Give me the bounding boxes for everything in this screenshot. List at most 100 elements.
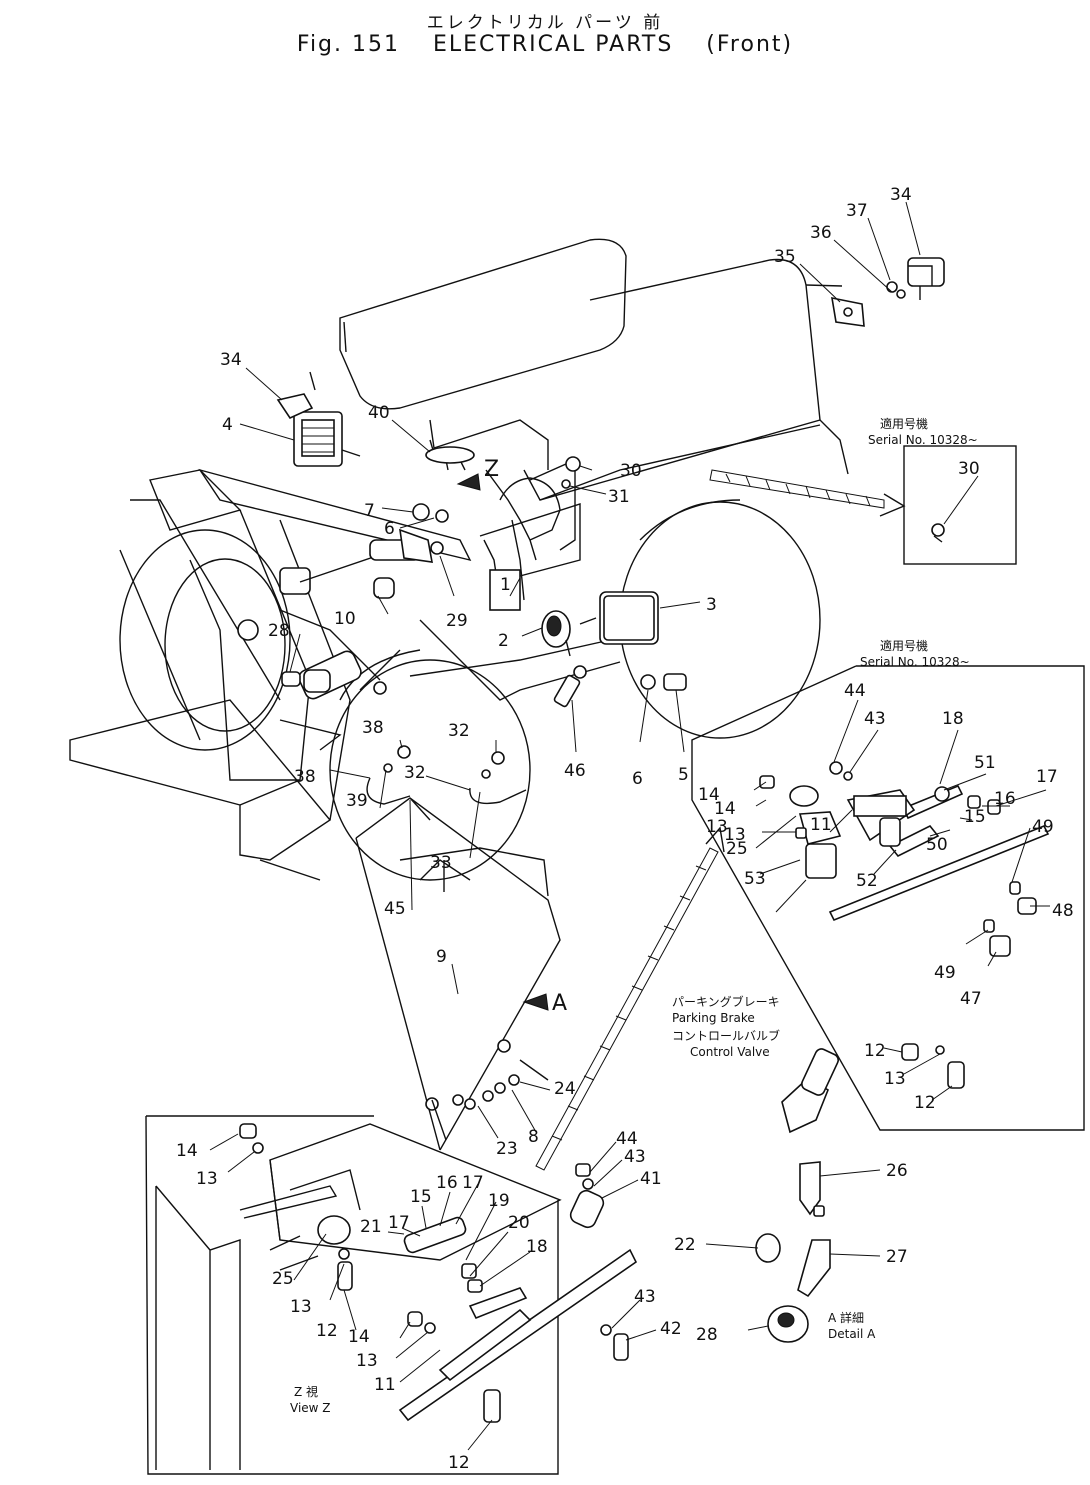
callout-2: 2 (498, 631, 509, 651)
callout-38: 38 (362, 718, 384, 738)
switch-46 (553, 665, 587, 708)
view-en: View Z (290, 1401, 331, 1415)
flasher (541, 610, 571, 657)
callout-5: 5 (678, 765, 689, 785)
detail-a (755, 1161, 831, 1343)
callout-25: 25 (726, 839, 748, 859)
callout-26: 26 (886, 1161, 908, 1181)
notes: 適用号機 Serial No. 10328~ 適用号機 Serial No. 1… (290, 416, 978, 1415)
callout-3: 3 (706, 595, 717, 615)
callout-13: 13 (706, 817, 728, 837)
callout-18: 18 (942, 709, 964, 729)
callout-44: 44 (844, 681, 866, 701)
callout-50: 50 (926, 835, 948, 855)
callout-15: 15 (410, 1187, 432, 1207)
callout-36: 36 (810, 223, 832, 243)
callout-52: 52 (856, 871, 878, 891)
callout-32: 32 (404, 763, 426, 783)
callout-51: 51 (974, 753, 996, 773)
rear-lamp (831, 257, 945, 327)
callout-25: 25 (272, 1269, 294, 1289)
callout-30: 30 (620, 461, 642, 481)
callout-34: 34 (890, 185, 912, 205)
detail-jp: A 詳細 (828, 1310, 864, 1325)
callout-22: 22 (674, 1235, 696, 1255)
callout-48: 48 (1052, 901, 1074, 921)
callout-27: 27 (886, 1247, 908, 1267)
callout-29: 29 (446, 611, 468, 631)
callout-32: 32 (448, 721, 470, 741)
callout-31: 31 (608, 487, 630, 507)
component-parts (276, 257, 945, 708)
serial-mid-jp: 適用号機 (880, 638, 928, 653)
callout-17: 17 (388, 1213, 410, 1233)
view-arrow-a: A (552, 991, 567, 1016)
callout-14: 14 (176, 1141, 198, 1161)
callout-15: 15 (964, 807, 986, 827)
view-jp: Z 視 (294, 1384, 318, 1399)
callout-18: 18 (526, 1237, 548, 1257)
callout-12: 12 (316, 1321, 338, 1341)
parking-en: Parking Brake (672, 1011, 755, 1025)
detail-en: Detail A (828, 1327, 876, 1341)
callout-23: 23 (496, 1139, 518, 1159)
callout-14: 14 (698, 785, 720, 805)
callout-17: 17 (462, 1173, 484, 1193)
callout-19: 19 (488, 1191, 510, 1211)
leader-lines (209, 201, 1050, 1451)
hatched-arrows (535, 469, 906, 1171)
figure-name: ELECTRICAL PARTS (433, 32, 674, 57)
control-jp: コントロールバルブ (672, 1028, 780, 1043)
horn (579, 591, 659, 645)
callout-43: 43 (634, 1287, 656, 1307)
serial-top: Serial No. 10328~ (868, 433, 978, 447)
callout-49: 49 (1032, 817, 1054, 837)
callout-6: 6 (384, 519, 395, 539)
callout-39: 39 (346, 791, 368, 811)
callout-11: 11 (374, 1375, 396, 1395)
callout-17: 17 (1036, 767, 1058, 787)
callout-20: 20 (508, 1213, 530, 1233)
callout-37: 37 (846, 201, 868, 221)
callout-45: 45 (384, 899, 406, 919)
callout-24: 24 (554, 1079, 576, 1099)
callout-6: 6 (632, 769, 643, 789)
inset-right (691, 665, 1085, 1134)
callout-11: 11 (810, 815, 832, 835)
callout-41: 41 (640, 1169, 662, 1189)
callout-10: 10 (334, 609, 356, 629)
callout-14: 14 (714, 799, 736, 819)
callout-40: 40 (368, 403, 390, 423)
machine-body (69, 238, 849, 881)
callout-13: 13 (884, 1069, 906, 1089)
callout-12: 12 (448, 1453, 470, 1473)
title-japanese: エレクトリカル パーツ 前 (426, 13, 664, 33)
figure-title: Fig. 151 ELECTRICAL PARTS (Front) (0, 32, 1090, 57)
inset-view-z (145, 1115, 638, 1475)
serial-top-jp: 適用号機 (880, 416, 928, 431)
callout-13: 13 (356, 1351, 378, 1371)
wiring-group (355, 745, 561, 1151)
callout-12: 12 (864, 1041, 886, 1061)
callout-4: 4 (222, 415, 233, 435)
serial-mid: Serial No. 10328~ (860, 655, 970, 669)
callout-42: 42 (660, 1319, 682, 1339)
callout-28: 28 (268, 621, 290, 641)
bolt-5 (640, 673, 687, 691)
parking-jp: パーキングブレーキ (672, 994, 780, 1009)
callout-34: 34 (220, 350, 242, 370)
callout-38: 38 (294, 767, 316, 787)
callout-13: 13 (724, 825, 746, 845)
control-en: Control Valve (690, 1045, 770, 1059)
callout-8: 8 (528, 1127, 539, 1147)
callout-14: 14 (348, 1327, 370, 1347)
callout-53: 53 (744, 869, 766, 889)
callout-46: 46 (564, 761, 586, 781)
callout-33: 33 (430, 853, 452, 873)
figure-number: Fig. 151 (296, 32, 400, 57)
callout-49: 49 (934, 963, 956, 983)
callout-7: 7 (364, 501, 375, 521)
callout-13: 13 (290, 1297, 312, 1317)
callout-30: 30 (958, 459, 980, 479)
